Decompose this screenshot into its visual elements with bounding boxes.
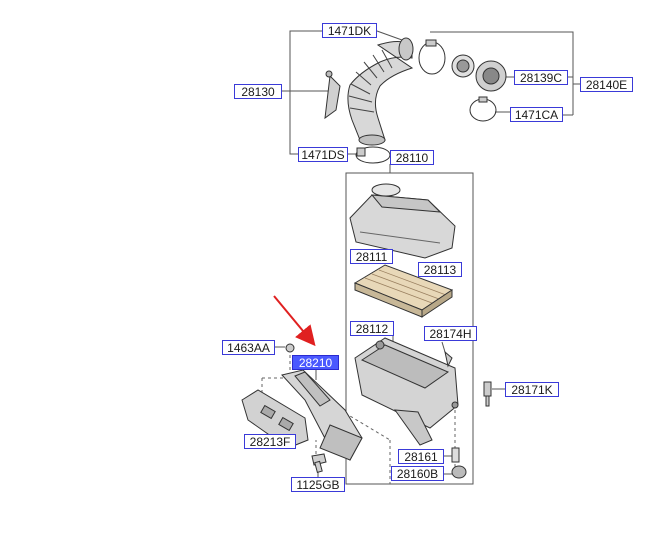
label-28113[interactable]: 28113 xyxy=(418,262,462,277)
label-28139C[interactable]: 28139C xyxy=(514,70,568,85)
label-28112[interactable]: 28112 xyxy=(350,321,394,336)
label-28171K[interactable]: 28171K xyxy=(505,382,559,397)
label-1125GB[interactable]: 1125GB xyxy=(291,477,345,492)
label-1463AA[interactable]: 1463AA xyxy=(222,340,275,355)
bracket-28213f-part xyxy=(241,389,309,449)
air-cleaner-body-part xyxy=(354,337,459,446)
label-1471CA[interactable]: 1471CA xyxy=(510,107,563,122)
clamp-1471dk-part xyxy=(418,39,446,75)
clip-1463aa-part xyxy=(285,343,295,353)
label-28111[interactable]: 28111 xyxy=(350,249,393,264)
air-cleaner-cover-part xyxy=(349,183,456,259)
filter-element-part xyxy=(353,264,454,318)
resonator-28139c-part xyxy=(451,54,507,92)
label-28130[interactable]: 28130 xyxy=(234,84,282,99)
drain-28161-part xyxy=(451,447,460,463)
clip-28174h-part xyxy=(444,350,453,368)
label-28110[interactable]: 28110 xyxy=(390,150,434,165)
label-28161[interactable]: 28161 xyxy=(398,449,444,464)
label-28210[interactable]: 28210 xyxy=(292,355,339,370)
label-28140E[interactable]: 28140E xyxy=(580,77,633,92)
label-1471DK[interactable]: 1471DK xyxy=(322,23,377,38)
grommet-28160b-part xyxy=(451,465,467,479)
intake-hose-part xyxy=(324,37,414,146)
clamp-1471ca-part xyxy=(469,96,497,122)
intake-duct-28210-part xyxy=(281,369,363,461)
fitting-28171k-part xyxy=(483,381,492,407)
label-1471DS[interactable]: 1471DS xyxy=(298,147,348,162)
label-28174H[interactable]: 28174H xyxy=(424,326,477,341)
pointer-arrow xyxy=(273,295,316,347)
bolt-1125gb-part xyxy=(311,453,327,473)
label-28213F[interactable]: 28213F xyxy=(244,434,296,449)
clamp-1471ds-part xyxy=(355,146,391,164)
label-28160B[interactable]: 28160B xyxy=(391,466,444,481)
